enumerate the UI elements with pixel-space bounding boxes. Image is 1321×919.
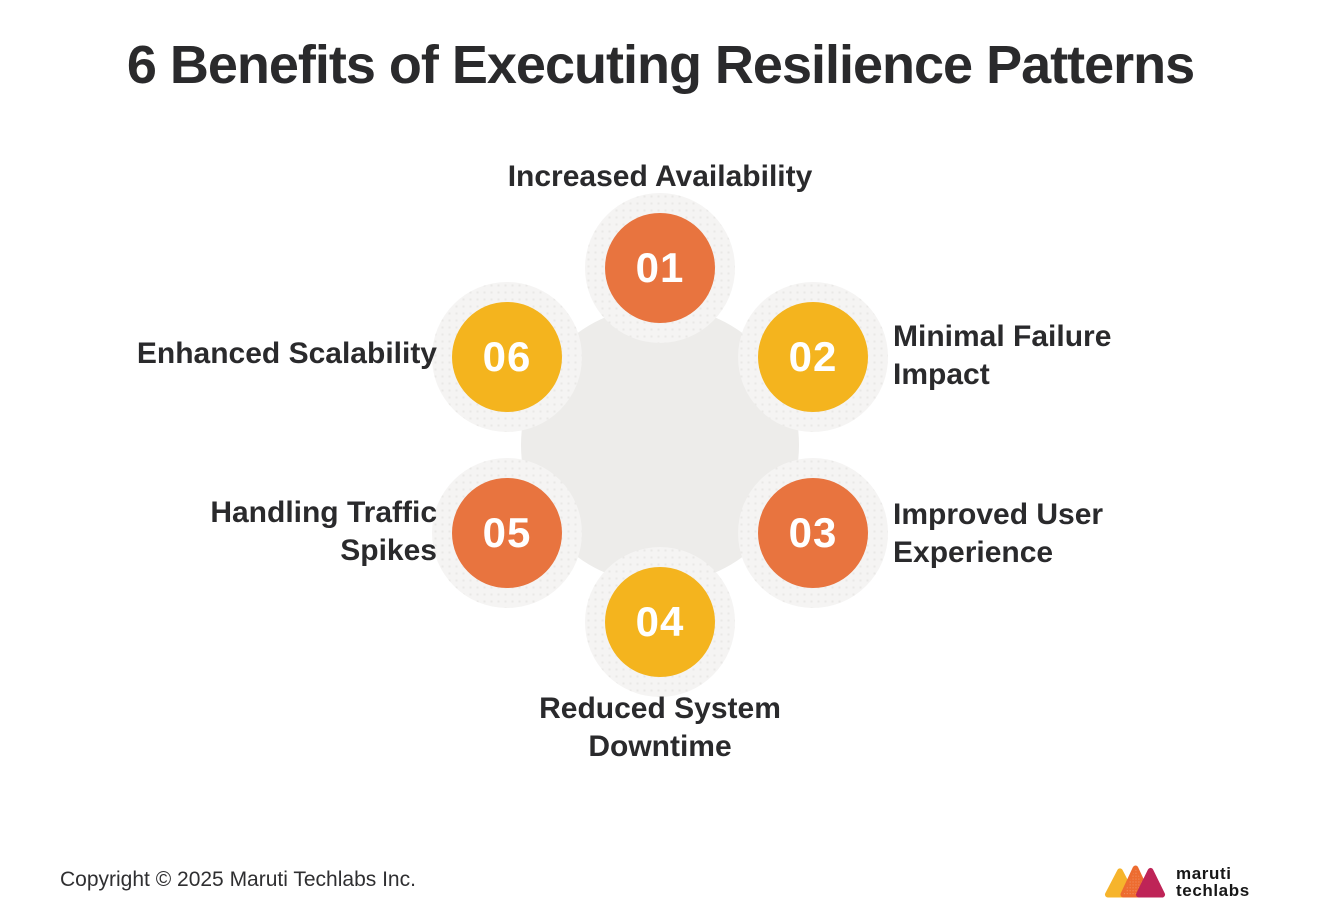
benefit-circle-02: 02 — [758, 302, 868, 412]
benefit-number-06: 06 — [482, 333, 532, 380]
benefit-circle-06: 06 — [452, 302, 562, 412]
benefit-number-01: 01 — [635, 244, 685, 291]
benefit-number-04: 04 — [635, 598, 685, 645]
logo-word-maruti: maruti — [1176, 864, 1232, 883]
benefit-circle-04: 04 — [605, 567, 715, 677]
benefit-number-02: 02 — [788, 333, 838, 380]
benefit-label-enhanced-scalability: Enhanced Scalability — [136, 337, 437, 370]
benefit-label-improved-user-experience: Improved User Experience — [893, 498, 1104, 569]
benefit-label-minimal-failure-impact: Minimal Failure Impact — [893, 320, 1112, 391]
page-title: 6 Benefits of Executing Resilience Patte… — [126, 35, 1195, 95]
logo-triangles-icon — [1104, 865, 1166, 898]
benefit-number-03: 03 — [788, 509, 838, 556]
benefit-number-05: 05 — [482, 509, 532, 556]
benefit-label-handling-traffic-spikes: Handling Traffic Spikes — [210, 496, 437, 567]
benefit-circle-03: 03 — [758, 478, 868, 588]
benefit-label-reduced-system-downtime: Reduced System Downtime — [539, 692, 781, 763]
logo-word-techlabs: techlabs — [1176, 881, 1250, 900]
benefit-circle-05: 05 — [452, 478, 562, 588]
logo-wordmark: maruti techlabs — [1176, 865, 1250, 899]
maruti-techlabs-logo: maruti techlabs — [1103, 862, 1250, 902]
benefit-label-increased-availability: Increased Availability — [507, 160, 813, 193]
copyright-text: Copyright © 2025 Maruti Techlabs Inc. — [60, 868, 416, 891]
benefit-circle-01: 01 — [605, 213, 715, 323]
